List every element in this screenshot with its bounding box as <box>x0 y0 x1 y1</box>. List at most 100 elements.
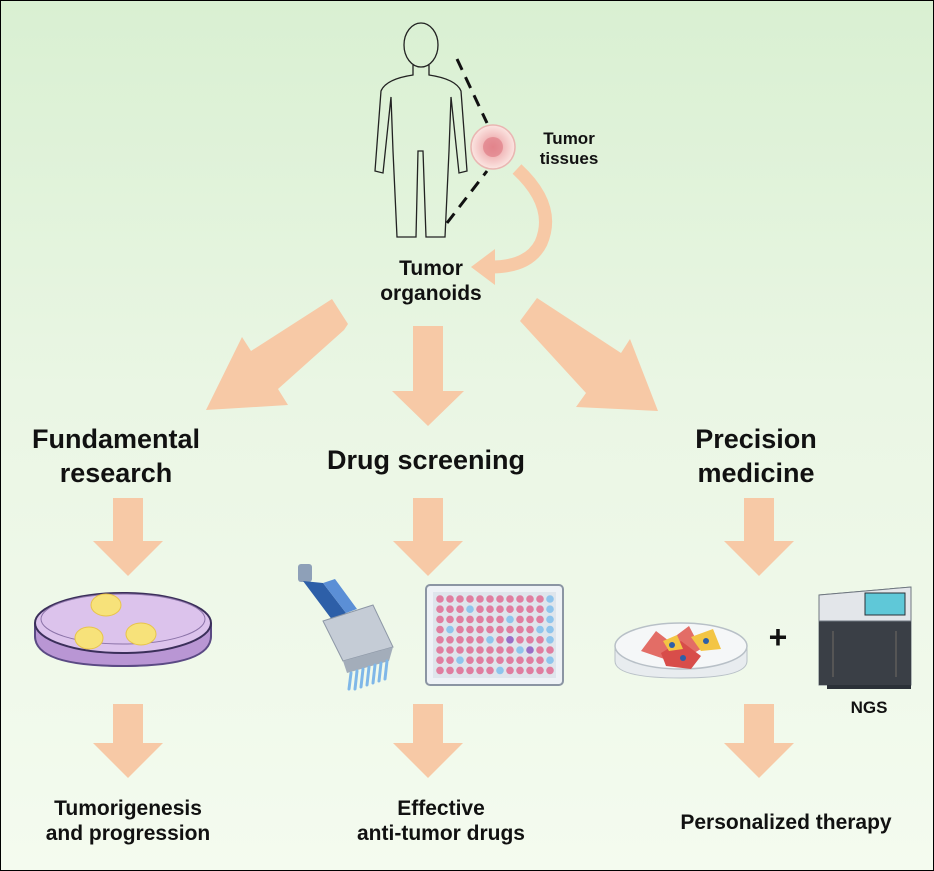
well <box>486 595 494 603</box>
well <box>546 646 554 654</box>
well <box>476 625 484 634</box>
well <box>486 615 494 624</box>
arrow-to-drug-screening <box>392 326 464 426</box>
well <box>536 615 544 624</box>
well <box>526 666 534 675</box>
well <box>476 656 484 664</box>
drug-screening-title: Drug screening <box>326 445 526 475</box>
well <box>476 595 484 603</box>
well <box>446 646 454 654</box>
precision-medicine-title: Precision medicine <box>695 424 817 488</box>
well <box>446 625 454 634</box>
well <box>536 595 544 603</box>
well <box>526 646 534 654</box>
well <box>466 646 474 654</box>
well <box>506 646 514 654</box>
well <box>526 605 534 613</box>
well <box>436 625 444 634</box>
ngs-label: NGS <box>850 698 888 717</box>
well <box>466 615 474 624</box>
well <box>486 666 494 675</box>
tumor-organoids-label: Tumor organoids <box>380 257 482 305</box>
zoom-line-top <box>455 58 489 124</box>
well <box>466 595 474 603</box>
well <box>506 595 514 603</box>
tumorigenesis-label: Tumorigenesis and progression <box>45 797 211 845</box>
well <box>516 666 524 675</box>
plus-sign: + <box>768 619 788 655</box>
well <box>436 605 444 613</box>
well <box>506 605 514 613</box>
arrow-to-precision <box>520 298 658 411</box>
well <box>446 636 454 644</box>
well <box>466 666 474 675</box>
well <box>486 625 494 634</box>
well <box>456 595 464 603</box>
well <box>516 656 524 664</box>
well <box>436 636 444 644</box>
well <box>516 646 524 654</box>
well <box>536 625 544 634</box>
well <box>506 666 514 675</box>
personalized-therapy-label: Personalized therapy <box>680 811 892 834</box>
well <box>496 656 504 664</box>
well <box>446 595 454 603</box>
curved-arrow <box>471 164 553 285</box>
bottom-arrows <box>93 704 794 778</box>
multichannel-pipette-icon <box>298 564 394 691</box>
anti-tumor-drugs-label: Effective anti-tumor drugs <box>357 797 525 845</box>
well <box>446 666 454 675</box>
well <box>546 605 554 613</box>
well <box>526 636 534 644</box>
well <box>506 625 514 634</box>
tumor-cell-icon <box>470 124 516 170</box>
well <box>476 666 484 675</box>
well <box>456 625 464 634</box>
fundamental-research-title: Fundamental research <box>31 424 200 488</box>
well <box>536 636 544 644</box>
well <box>506 656 514 664</box>
well <box>496 595 504 603</box>
well <box>536 666 544 675</box>
human-body-icon <box>374 22 468 238</box>
well <box>526 656 534 664</box>
well <box>516 625 524 634</box>
well <box>456 615 464 624</box>
zoom-line-bottom <box>445 170 489 224</box>
well <box>496 636 504 644</box>
well <box>476 605 484 613</box>
well <box>516 615 524 624</box>
arrow-to-fundamental <box>206 299 348 410</box>
well <box>496 605 504 613</box>
well <box>456 646 464 654</box>
well <box>506 615 514 624</box>
well <box>506 636 514 644</box>
well <box>466 605 474 613</box>
well <box>516 605 524 613</box>
cell-culture-dish-icon <box>614 622 748 679</box>
well <box>476 646 484 654</box>
well <box>456 666 464 675</box>
tumor-tissues-label: Tumor tissues <box>539 129 599 169</box>
ngs-sequencer-icon <box>818 586 912 689</box>
well <box>536 646 544 654</box>
petri-dish-organoids-icon <box>34 592 212 668</box>
well <box>486 636 494 644</box>
well <box>546 666 554 675</box>
well <box>496 666 504 675</box>
well <box>516 636 524 644</box>
well <box>546 656 554 664</box>
well <box>496 625 504 634</box>
well <box>436 666 444 675</box>
well <box>526 625 534 634</box>
branch-arrows <box>206 298 658 426</box>
well <box>496 646 504 654</box>
mid-arrows <box>93 498 794 576</box>
well <box>546 625 554 634</box>
well <box>486 646 494 654</box>
well <box>476 636 484 644</box>
well <box>456 656 464 664</box>
well <box>526 615 534 624</box>
well <box>486 605 494 613</box>
